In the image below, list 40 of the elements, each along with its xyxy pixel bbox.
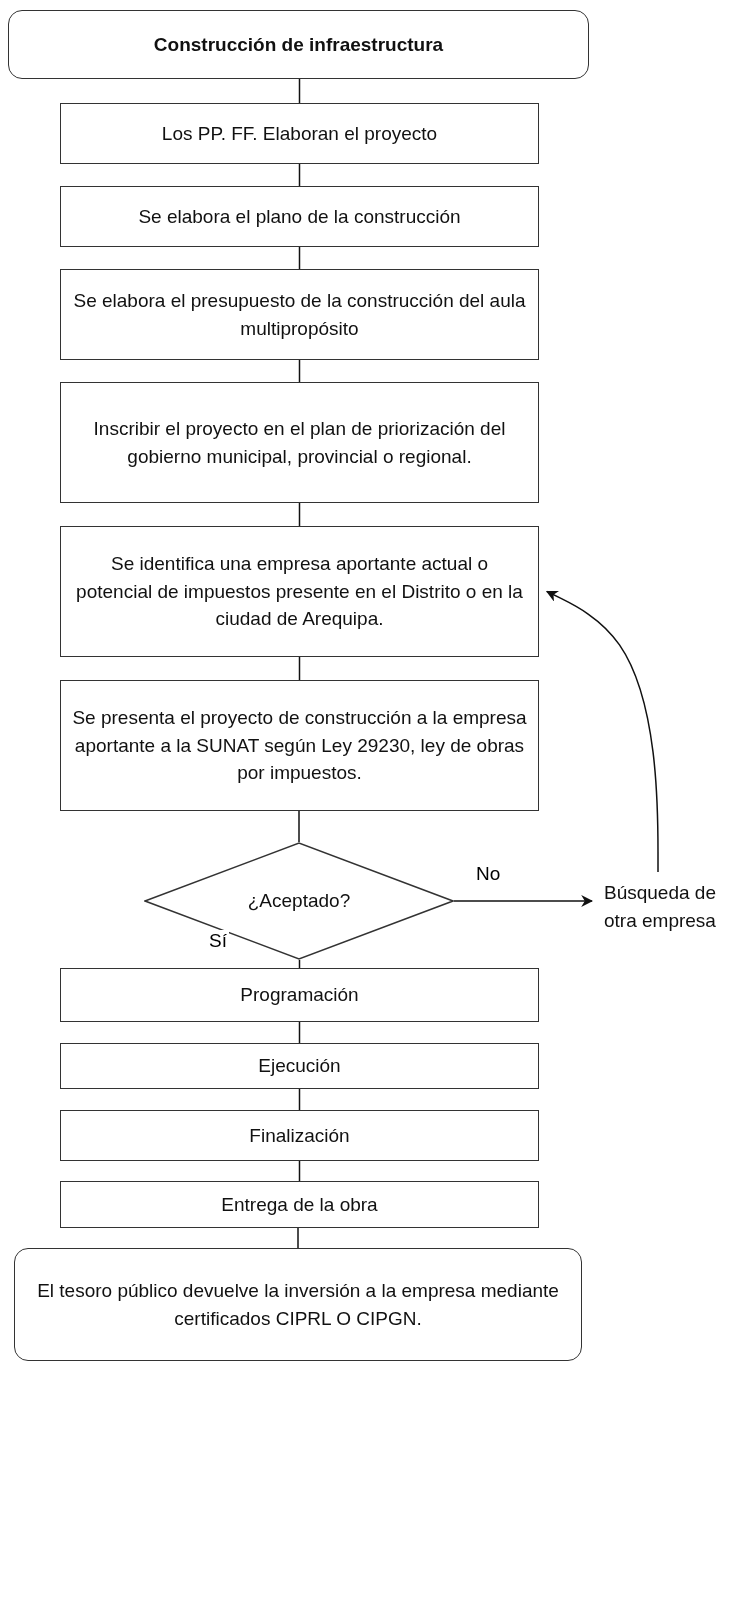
connector xyxy=(298,163,301,187)
node-text: Ejecución xyxy=(257,1054,342,1079)
terminal-box xyxy=(14,1248,582,1361)
node-text: Inscribir el proyecto en el plan de priorización del gobierno municipal, provincial o regional. xyxy=(92,416,507,469)
process-box xyxy=(60,968,539,1022)
process-box xyxy=(60,1110,539,1161)
connector xyxy=(297,1227,299,1249)
node-text: Programación xyxy=(239,983,360,1008)
node-text: Los PP. FF. Elaboran el proyecto xyxy=(160,121,439,146)
process-box xyxy=(60,526,539,657)
process-box xyxy=(60,269,539,360)
node-text: ¿Aceptado? xyxy=(246,889,352,914)
node-text: El tesoro público devuelve la inversión a la empresa mediante certificados CIPRL O CIPGN. xyxy=(36,1278,560,1331)
process-box xyxy=(60,186,539,247)
connector xyxy=(298,810,300,843)
connector xyxy=(545,590,659,873)
connector xyxy=(298,1088,301,1111)
connector xyxy=(298,1160,301,1182)
process-box xyxy=(60,1043,539,1089)
process-box xyxy=(60,382,539,503)
connector xyxy=(298,656,301,681)
node-text: Finalización xyxy=(248,1123,351,1148)
decision-diamond xyxy=(144,842,454,960)
process-box xyxy=(60,680,539,811)
connector xyxy=(298,1021,301,1044)
node-text: Construcción de infraestructura xyxy=(152,32,445,57)
connector xyxy=(298,502,301,527)
connector xyxy=(453,895,594,907)
terminal-box xyxy=(8,10,589,79)
node-text: Se elabora el plano de la construcción xyxy=(137,204,462,229)
connector xyxy=(298,78,301,104)
process-box xyxy=(60,103,539,164)
node-text: Búsqueda de otra empresa xyxy=(603,881,717,933)
node-text: Se elabora el presupuesto de la construcción del aula multipropósito xyxy=(72,288,527,341)
connector xyxy=(298,246,301,270)
node-text: Se presenta el proyecto de construcción a la empresa aportante a la SUNAT según Ley 29230, ley de obras por impuestos. xyxy=(71,706,528,786)
connector xyxy=(298,359,301,383)
node-text: Se identifica una empresa aportante actual o potencial de impuestos presente en el Distrito o en la ciudad de Arequipa. xyxy=(75,552,524,632)
process-box xyxy=(60,1181,539,1228)
node-text: Entrega de la obra xyxy=(220,1192,379,1217)
